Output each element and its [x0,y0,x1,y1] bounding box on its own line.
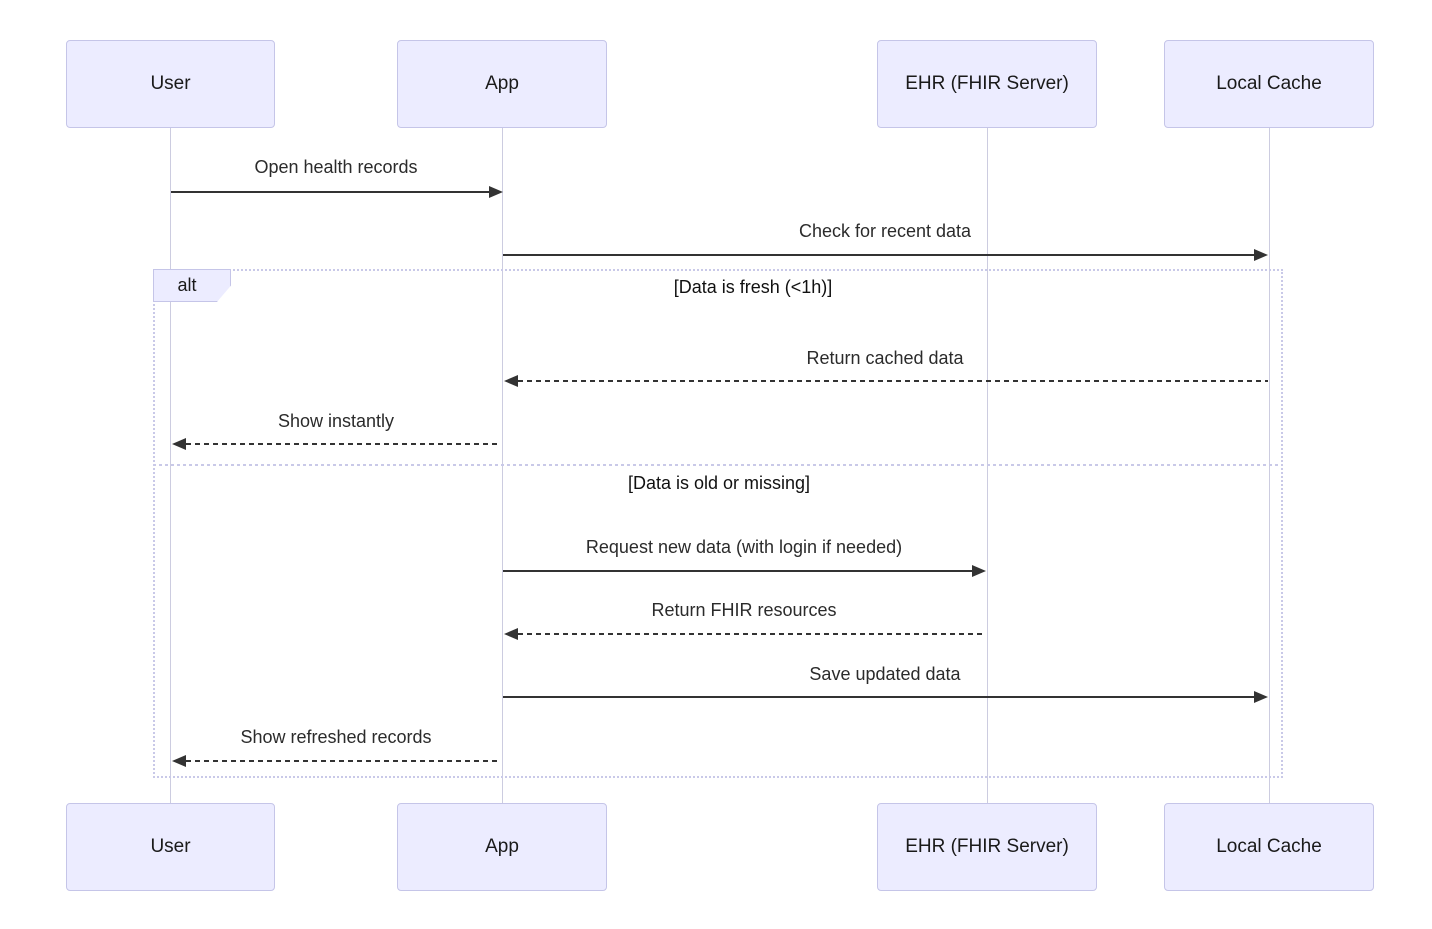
participant-ehr-bottom: EHR (FHIR Server) [877,803,1097,891]
arrowhead-right-icon [1254,691,1268,703]
alt-guard-1: [Data is fresh (<1h)] [673,277,833,297]
participant-label: EHR (FHIR Server) [905,73,1069,94]
arrowhead-left-icon [172,755,186,767]
message-label: Return FHIR resources [651,600,837,620]
message-line [518,633,986,635]
arrowhead-right-icon [972,565,986,577]
message-label: Save updated data [809,664,961,684]
participant-label: EHR (FHIR Server) [905,836,1069,857]
participant-label: Local Cache [1216,836,1322,857]
alt-fragment-frame [153,269,1283,778]
alt-fragment-label: alt [153,269,231,302]
arrowhead-left-icon [172,438,186,450]
message-label: Show refreshed records [240,727,432,747]
participant-label: App [485,836,519,857]
message-label: Return cached data [806,348,964,368]
message-line [503,254,1254,256]
participant-label: Local Cache [1216,73,1322,94]
participant-user-bottom: User [66,803,275,891]
message-label: Check for recent data [798,221,972,241]
message-label: Show instantly [277,411,395,431]
arrowhead-right-icon [1254,249,1268,261]
participant-app-bottom: App [397,803,607,891]
participant-ehr-top: EHR (FHIR Server) [877,40,1097,128]
message-line [171,191,489,193]
participant-cache-top: Local Cache [1164,40,1374,128]
participant-label: App [485,73,519,94]
participant-label: User [150,73,191,94]
participant-user-top: User [66,40,275,128]
message-line [186,443,501,445]
message-line [186,760,501,762]
participant-app-top: App [397,40,607,128]
message-line [503,696,1254,698]
alt-label-text: alt [177,275,197,295]
alt-section-divider [153,464,1283,466]
participant-label: User [150,836,191,857]
message-line [503,570,972,572]
message-line [518,380,1268,382]
message-label: Request new data (with login if needed) [585,537,903,557]
arrowhead-right-icon [489,186,503,198]
arrowhead-left-icon [504,375,518,387]
arrowhead-left-icon [504,628,518,640]
message-label: Open health records [254,157,418,177]
participant-cache-bottom: Local Cache [1164,803,1374,891]
alt-guard-2: [Data is old or missing] [627,473,811,493]
